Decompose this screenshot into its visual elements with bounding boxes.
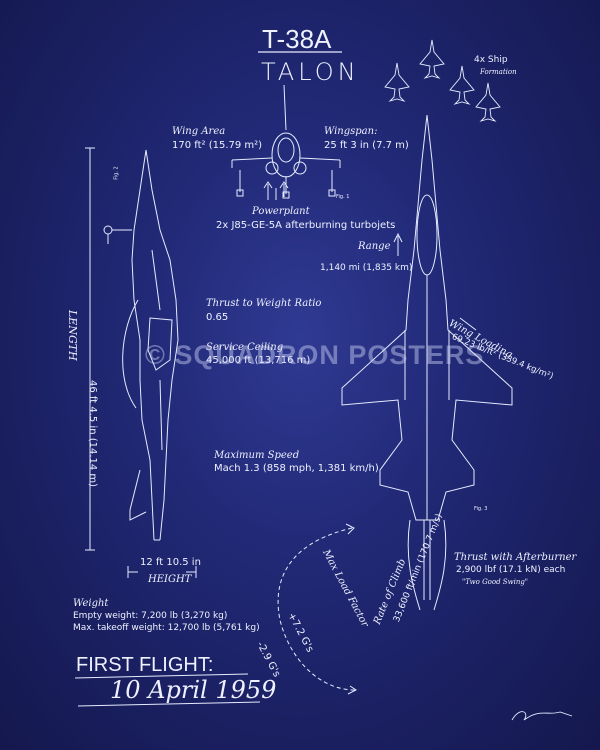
thrust-weight-value: 0.65: [206, 312, 229, 323]
first-flight-label: FIRST FLIGHT:: [76, 654, 214, 676]
load-factor-arc: [277, 523, 357, 695]
thrust-weight-label: Thrust to Weight Ratio: [206, 298, 322, 309]
max-speed-value: Mach 1.3 (858 mph, 1,381 km/h): [214, 463, 379, 474]
formation-jets: [384, 39, 501, 122]
aircraft-name: TALON: [261, 58, 360, 86]
max-speed-label: Maximum Speed: [214, 450, 300, 461]
wing-area-label: Wing Area: [172, 126, 226, 137]
top-view-drawing: [341, 114, 513, 611]
length-label: LENGTH: [66, 310, 79, 361]
service-ceiling-value: 45,000 ft (13,716 m): [206, 355, 311, 366]
thrust-ab-note: "Two Good Swing": [462, 578, 529, 586]
length-value: 46 ft 4.5 in (14.14 m): [87, 380, 98, 488]
formation-label: 4x Ship: [474, 55, 508, 65]
first-flight-date: 10 April 1959: [110, 676, 277, 704]
artist-signature: [511, 711, 573, 721]
powerplant-value: 2x J85-GE-5A afterburning turbojets: [216, 220, 396, 231]
wingspan-value: 25 ft 3 in (7.7 m): [324, 140, 409, 151]
range-value: 1,140 mi (1,835 km): [320, 263, 413, 273]
formation-sublabel: Formation: [480, 68, 517, 76]
side-view-drawing: [85, 147, 197, 578]
poster-title: T-38A: [262, 24, 332, 54]
powerplant-label: Powerplant: [252, 206, 310, 217]
fig3-label: Fig. 3: [474, 506, 488, 512]
fig1-label: Fig. 1: [336, 194, 350, 200]
wingspan-label: Wingspan:: [324, 126, 378, 137]
weight-empty: Empty weight: 7,200 lb (3,270 kg): [73, 611, 228, 621]
service-ceiling-label: Service Ceiling: [206, 342, 284, 353]
height-label: HEIGHT: [148, 574, 192, 585]
weight-label: Weight: [73, 598, 109, 609]
thrust-ab-label: Thrust with Afterburner: [454, 552, 577, 563]
thrust-ab-value: 2,900 lbf (17.1 kN) each: [456, 565, 566, 575]
watermark: © SQUADRON POSTERS: [145, 340, 485, 370]
weight-max: Max. takeoff weight: 12,700 lb (5,761 kg…: [73, 623, 260, 633]
range-label: Range: [358, 241, 391, 252]
fig2-label: Fig. 2: [113, 166, 120, 180]
wing-area-value: 170 ft² (15.79 m²): [172, 140, 263, 151]
front-view-drawing: [231, 84, 341, 200]
height-value: 12 ft 10.5 in: [140, 557, 201, 568]
